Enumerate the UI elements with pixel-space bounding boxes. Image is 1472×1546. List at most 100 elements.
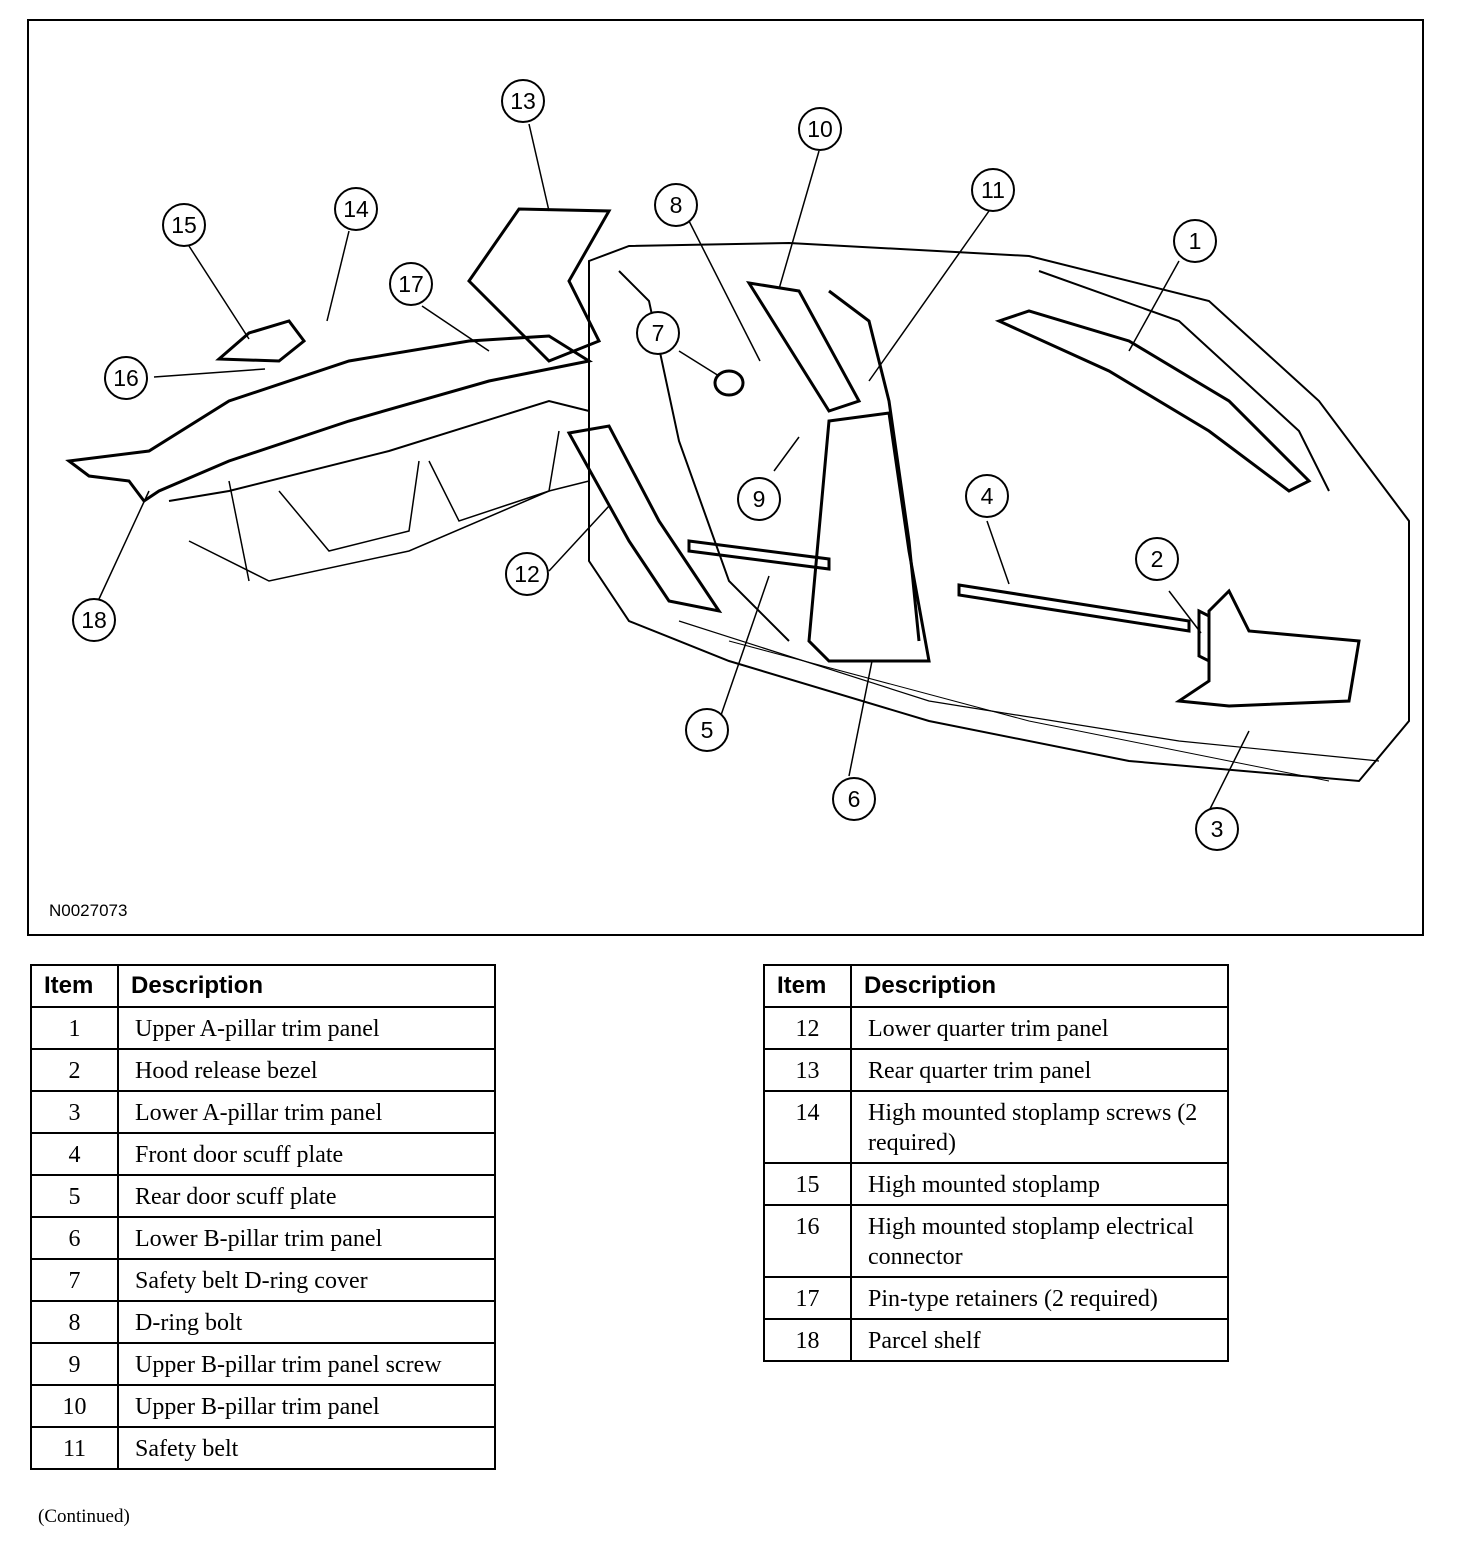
item-number: 3 (30, 1090, 119, 1134)
callout-7: 7 (636, 311, 680, 355)
legend-header-row: Item Description (763, 964, 1229, 1008)
callout-17: 17 (389, 262, 433, 306)
svg-text:8: 8 (670, 192, 683, 218)
parcel-shelf (65, 334, 593, 504)
svg-text:13: 13 (510, 88, 536, 114)
svg-text:3: 3 (1211, 816, 1224, 842)
callout-18: 18 (72, 598, 116, 642)
callout-6: 6 (832, 777, 876, 821)
rear-scuff-plate (687, 539, 831, 571)
item-description: Upper B-pillar trim panel screw (117, 1342, 496, 1386)
item-column-header: Item (763, 964, 852, 1008)
item-number: 15 (763, 1162, 852, 1206)
item-number: 5 (30, 1174, 119, 1218)
svg-text:1: 1 (1189, 228, 1202, 254)
callout-14: 14 (334, 187, 378, 231)
item-number: 13 (763, 1048, 852, 1092)
description-column-header: Description (117, 964, 496, 1008)
hood-release-bezel (1197, 608, 1211, 664)
callout-1: 1 (1173, 219, 1217, 263)
lower-b-pillar (807, 411, 931, 663)
item-description: D-ring bolt (117, 1300, 496, 1344)
continued-note: (Continued) (38, 1506, 130, 1527)
callout-16: 16 (104, 356, 148, 400)
svg-text:5: 5 (701, 717, 714, 743)
callout-12: 12 (505, 552, 549, 596)
callout-9: 9 (737, 477, 781, 521)
rear-quarter-trim (467, 207, 612, 363)
item-number: 17 (763, 1276, 852, 1320)
svg-text:15: 15 (171, 212, 197, 238)
item-description: Rear door scuff plate (117, 1174, 496, 1218)
item-description: Upper B-pillar trim panel (117, 1384, 496, 1428)
item-description: High mounted stoplamp screws (2 required… (850, 1090, 1229, 1164)
item-number: 10 (30, 1384, 119, 1428)
svg-text:12: 12 (514, 561, 540, 587)
lower-a-pillar (1174, 588, 1361, 708)
item-description: Lower quarter trim panel (850, 1006, 1229, 1050)
item-description: High mounted stoplamp (850, 1162, 1229, 1206)
item-number: 11 (30, 1426, 119, 1470)
item-number: 1 (30, 1006, 119, 1050)
item-number: 18 (763, 1318, 852, 1362)
svg-text:16: 16 (113, 365, 139, 391)
svg-text:7: 7 (652, 320, 665, 346)
item-number: 9 (30, 1342, 119, 1386)
callout-4: 4 (965, 474, 1009, 518)
upper-a-pillar (994, 309, 1312, 493)
svg-text:17: 17 (398, 271, 424, 297)
callout-15: 15 (162, 203, 206, 247)
callout-11: 11 (971, 168, 1015, 212)
item-description: Hood release bezel (117, 1048, 496, 1092)
figure-id-label: N0027073 (49, 901, 128, 920)
item-description: Safety belt D-ring cover (117, 1258, 496, 1302)
svg-text:4: 4 (981, 483, 994, 509)
item-number: 16 (763, 1204, 852, 1278)
item-description: Upper A-pillar trim panel (117, 1006, 496, 1050)
item-number: 6 (30, 1216, 119, 1260)
svg-text:18: 18 (81, 607, 107, 633)
callout-5: 5 (685, 708, 729, 752)
svg-text:14: 14 (343, 196, 369, 222)
svg-text:6: 6 (848, 786, 861, 812)
item-description: Front door scuff plate (117, 1132, 496, 1176)
callout-3: 3 (1195, 807, 1239, 851)
svg-text:2: 2 (1151, 546, 1164, 572)
item-number: 14 (763, 1090, 852, 1164)
item-description: Parcel shelf (850, 1318, 1229, 1362)
callout-10: 10 (798, 107, 842, 151)
item-number: 8 (30, 1300, 119, 1344)
stoplamp (215, 319, 307, 363)
callout-13: 13 (501, 79, 545, 123)
callout-2: 2 (1135, 537, 1179, 581)
callout-8: 8 (654, 183, 698, 227)
d-ring-cover (713, 369, 745, 397)
item-description: Safety belt (117, 1426, 496, 1470)
item-number: 2 (30, 1048, 119, 1092)
item-description: High mounted stoplamp electrical connect… (850, 1204, 1229, 1278)
item-description: Rear quarter trim panel (850, 1048, 1229, 1092)
item-number: 4 (30, 1132, 119, 1176)
svg-text:10: 10 (807, 116, 833, 142)
lower-quarter-trim (566, 424, 723, 614)
item-description: Lower A-pillar trim panel (117, 1090, 496, 1134)
description-column-header: Description (850, 964, 1229, 1008)
item-column-header: Item (30, 964, 119, 1008)
